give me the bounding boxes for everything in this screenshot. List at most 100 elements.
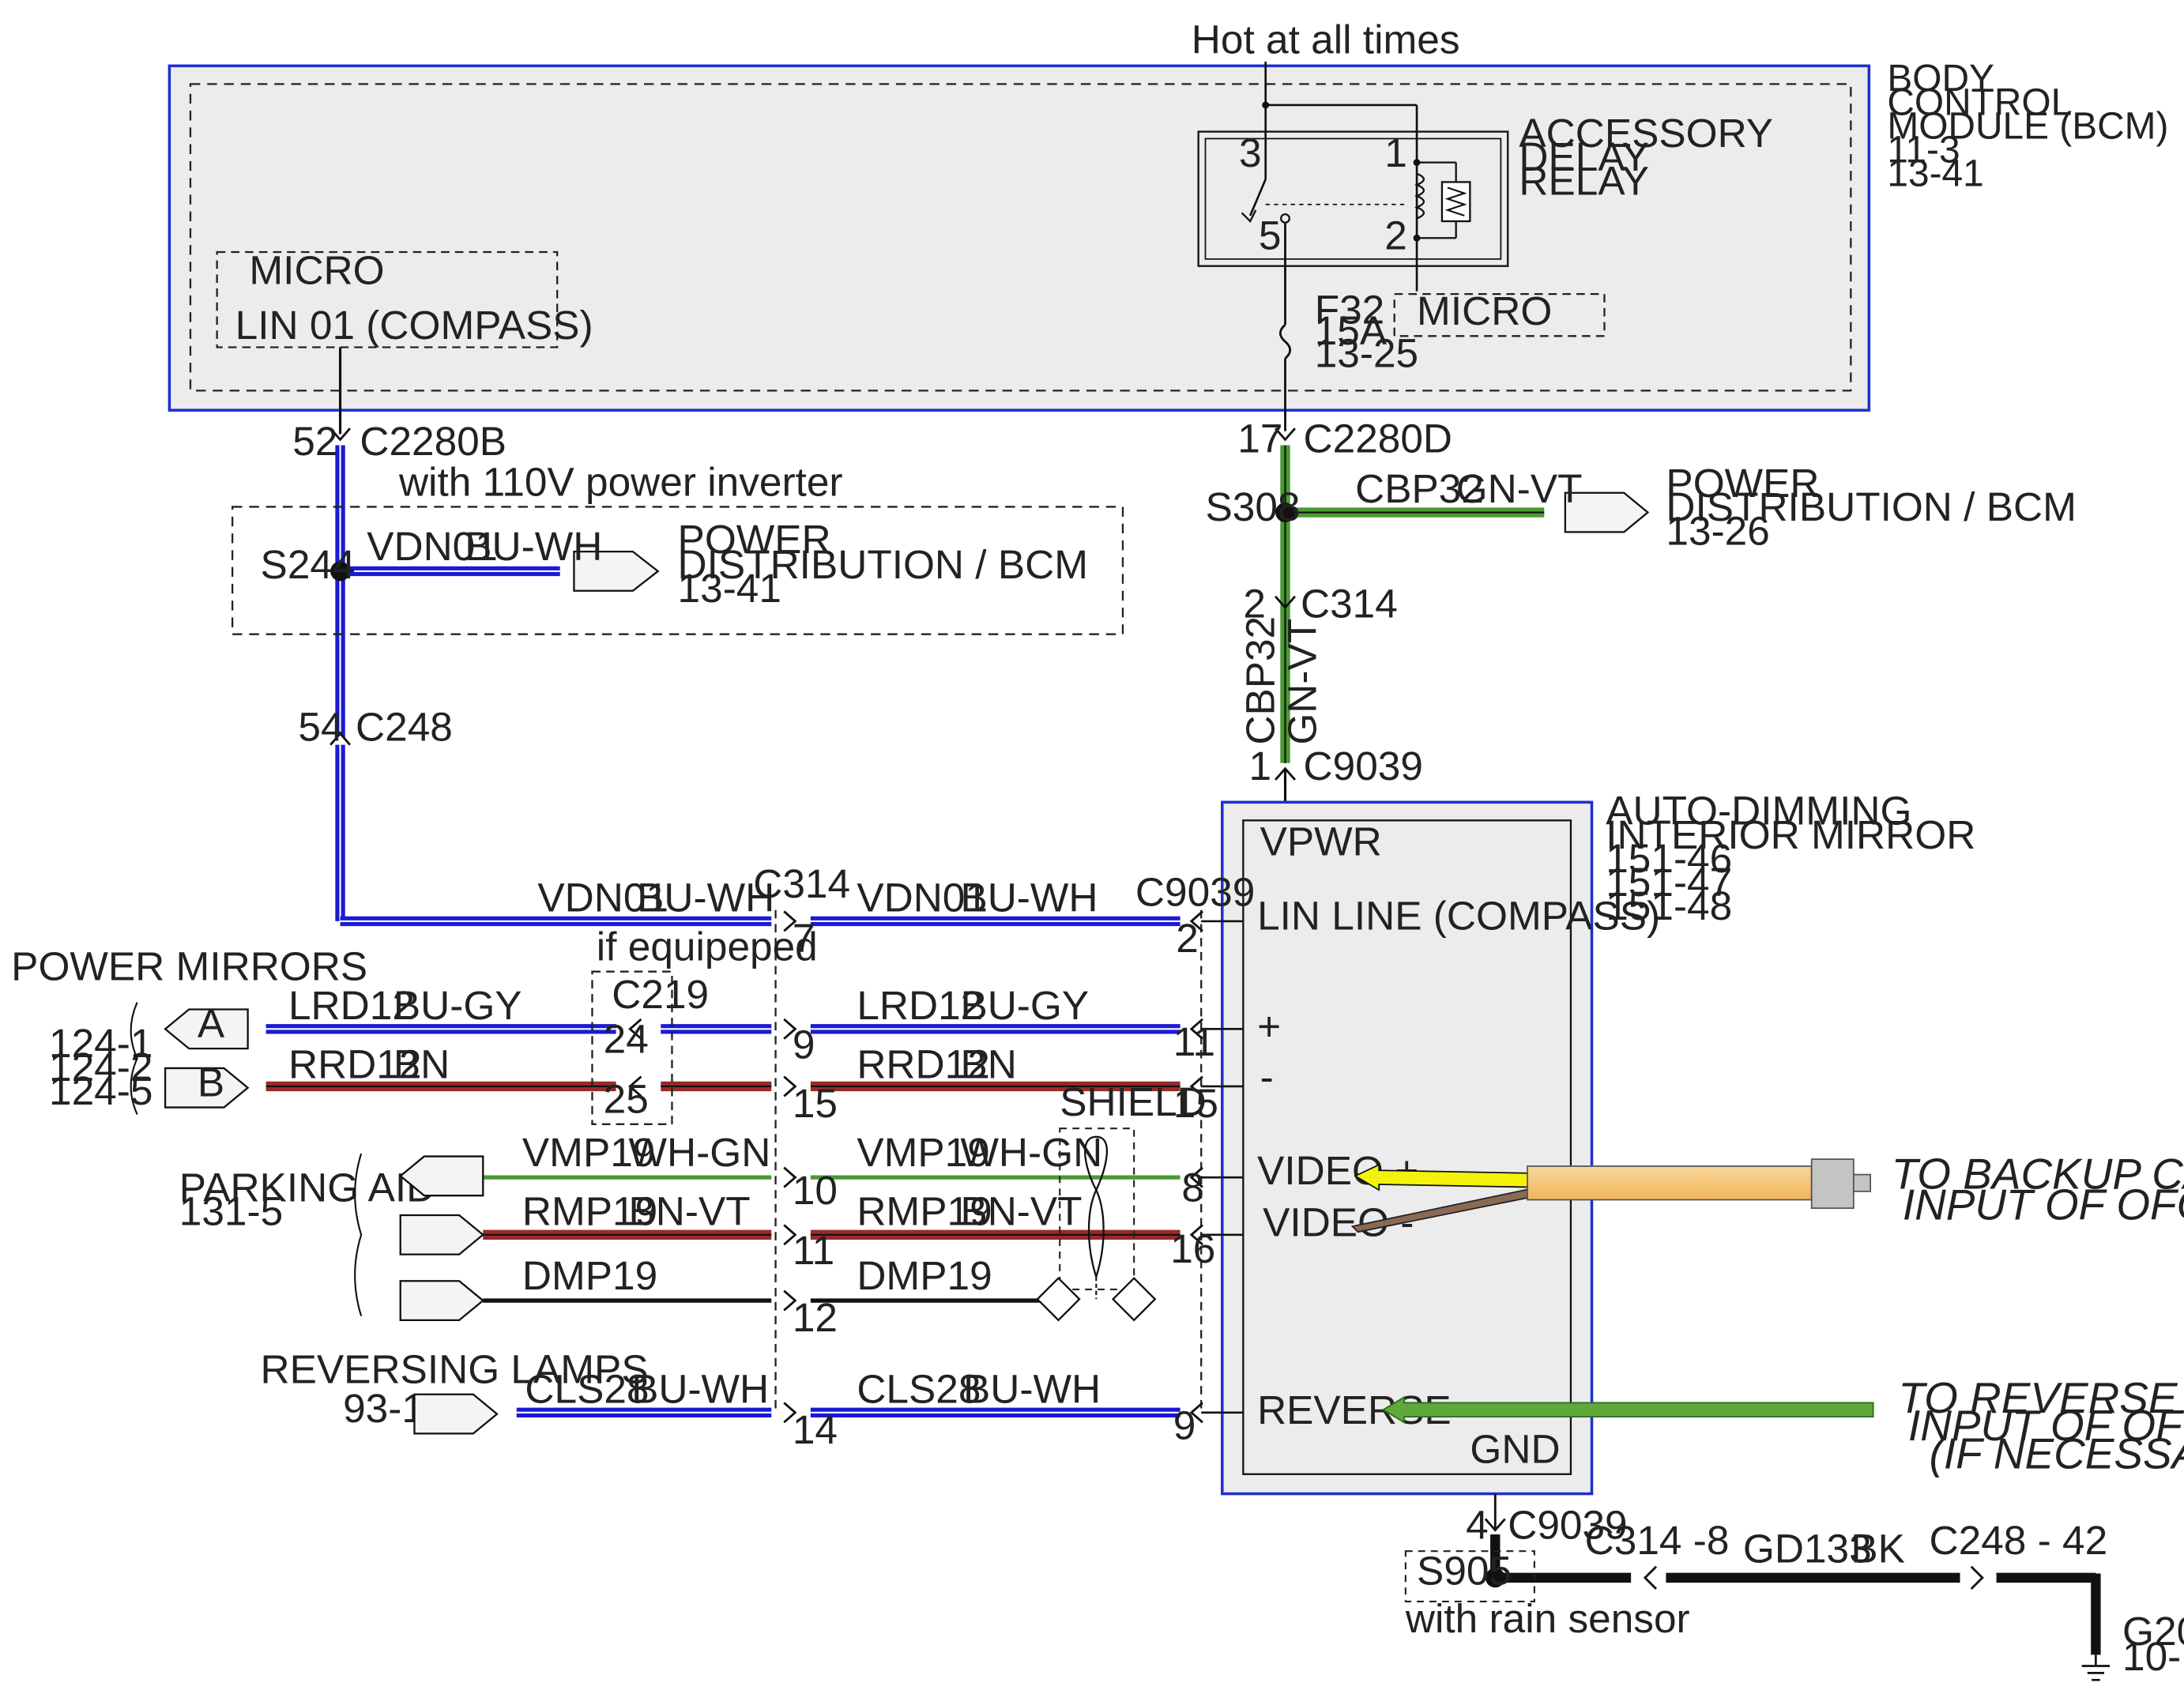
row-right-circuit: LRD12 [857,982,983,1028]
c2280d-pin: 17 [1237,415,1282,461]
inverter-dest-2: DISTRIBUTION / BCM [678,541,1088,587]
row-c9039-pin: 11 [1173,1018,1215,1064]
mirror-pin-minus: - [1260,1053,1274,1099]
s244-splice-dot [330,561,350,582]
row-right-circuit: RRD12 [857,1041,989,1086]
c219-pin-25: 25 [604,1076,649,1122]
row-c314-pin: 7 [793,915,815,961]
connector-a-shape [164,1008,249,1050]
c219-pin-24: 24 [604,1015,649,1061]
connector-arrow [783,1224,797,1246]
camera-note-2: INPUT OF OFO1501 [1903,1180,2184,1229]
row-c9039-pin: 15 [1173,1080,1218,1126]
parking-aid-ref: 131-5 [179,1188,283,1233]
ground-c314: C314 -8 [1585,1517,1730,1563]
fuse-f32: F32 15A 13-25 [1278,286,1418,431]
c9039-col-id: C9039 [1135,868,1255,914]
connector-arrow [628,1075,642,1097]
row-c314-pin: 12 [793,1294,838,1340]
s308-wire-color: GN-VT [1456,465,1583,511]
inverter-wire-circuit: VDN01 [367,523,498,569]
row-right-circuit: VMP19 [857,1129,989,1175]
relay-pin-1: 1 [1384,130,1407,175]
micro-left-box: MICRO LIN 01 (COMPASS) [216,247,593,348]
row-right-color: WH-GN [960,1129,1102,1175]
reverse-trigger-arrow: TO REVERSE TRIGGER INPUT OF OFO1501 (IF … [1381,1373,2184,1478]
connector-arrow [783,1018,797,1040]
vertical-wire-color: GN-VT [1278,619,1324,745]
connector-a-label: A [198,1000,225,1046]
backup-camera-cable: TO BACKUP CAMERA INPUT OF OFO1501 [1350,1149,2184,1233]
row-c314-pin: 15 [793,1080,838,1126]
wire-vdn01-left [329,347,772,927]
row-left-color: WH-GN [629,1129,771,1175]
shield-group: SHIELD [1036,1079,1207,1322]
power-mirrors-group: POWER MIRRORS 124-1 124-2 124-5 A B if e… [11,924,818,1125]
camera-note-1: TO BACKUP CAMERA [1892,1149,2184,1198]
row-c314-pin: 14 [793,1406,838,1452]
row-right-color: BN-VT [960,1188,1082,1233]
inverter-dest-3: 13-41 [678,565,781,611]
s308-dest-3: 13-26 [1666,507,1769,553]
mirror-ref-1: 151-46 [1606,835,1732,881]
c2280d-id: C2280D [1304,415,1453,461]
bcm-name-3: MODULE (BCM) [1887,105,2168,147]
connector-arrow [1189,1166,1203,1188]
c9039-gnd-pin: 4 [1466,1501,1489,1547]
relay-name-1: ACCESSORY [1519,110,1773,156]
connector-arrow [628,1018,642,1040]
auto-dimming-mirror: AUTO-DIMMING INTERIOR MIRROR 151-46 151-… [1221,788,1975,1496]
reversing-title: REVERSING LAMPS [261,1346,649,1392]
row-left-circuit: RRD12 [288,1041,421,1086]
c2280b-id: C2280B [360,418,506,464]
c314-col-id: C314 [753,860,850,906]
c248-id: C248 [356,703,453,749]
vertical-wire-circuit: CBP32 [1237,616,1282,745]
accessory-delay-relay: 3 1 5 2 ACCESSORY DELAY RELAY [1197,62,1773,326]
shield-label: SHIELD [1060,1079,1207,1124]
connector-arrow [783,1166,797,1188]
bcm-name-1: BODY [1887,58,1994,100]
row-c314-pin: 9 [793,1022,815,1067]
row-c314-pin: 10 [793,1167,838,1213]
connector-arrow [783,1289,797,1312]
row-right-color: BU-GY [960,982,1089,1028]
reverse-note-2: INPUT OF OFO1501 [1908,1401,2184,1450]
micro-right-title: MICRO [1417,288,1552,333]
row-c314-pin: 11 [793,1227,834,1273]
connector-arrow [1189,1402,1203,1424]
row-c9039-pin: 9 [1173,1402,1196,1447]
rain-sensor-label: with rain sensor [1405,1595,1690,1641]
connector-arrow [1189,1075,1203,1097]
relay-name-3: RELAY [1519,157,1649,203]
row-right-circuit: DMP19 [857,1252,992,1298]
c219-id: C219 [612,971,709,1017]
c2280b-pin: 52 [292,418,337,464]
connector-arrow [783,910,797,932]
row-left-color: BU-WH [631,1365,769,1411]
row-right-circuit: CLS28 [857,1365,981,1411]
parking-aid-title: PARKING AID [179,1164,436,1210]
bcm-name-2: CONTROL [1887,81,2072,123]
c9039-gnd-id: C9039 [1508,1501,1627,1547]
reversing-ref: 93-1 [343,1385,424,1431]
connector-arrow [1189,1224,1203,1246]
inverter-wire-color: BU-WH [465,523,602,569]
s308-dest-2: DISTRIBUTION / BCM [1666,484,2076,529]
wire-cbp32-vertical [1275,427,1650,819]
row-left-circuit: LRD12 [288,982,415,1028]
power-mirrors-ref-1: 124-1 [49,1020,153,1066]
row-right-color: BU-WH [960,875,1098,920]
mirror-pin-gnd: GND [1470,1426,1560,1472]
ground-c248: C248 - 42 [1930,1517,2108,1563]
micro-left-title: MICRO [249,247,384,293]
c248-pin: 54 [298,703,343,749]
row-left-circuit: VMP19 [522,1129,655,1175]
inverter-label: with 110V power inverter [398,458,843,504]
relay-pin-3: 3 [1239,130,1262,175]
hot-label: Hot at all times [1192,16,1460,62]
power-mirrors-ref-2: 124-2 [49,1044,153,1090]
connector-arrow [783,1402,797,1424]
